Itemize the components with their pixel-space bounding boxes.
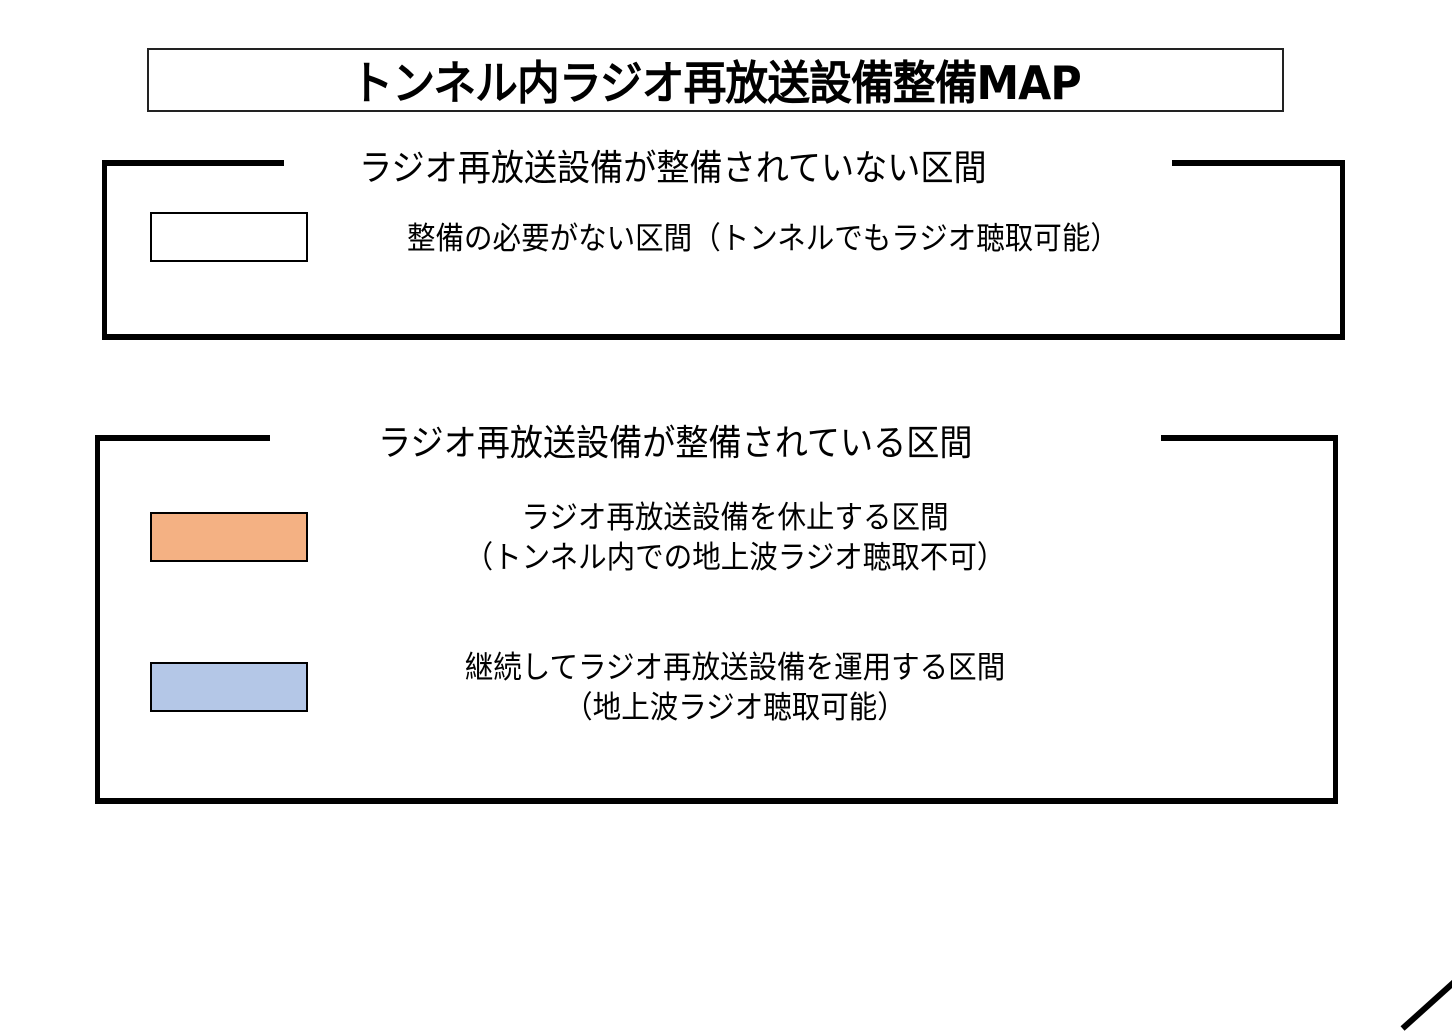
map-title: トンネル内ラジオ再放送設備整備MAP: [350, 56, 1081, 110]
group-border-top-left: [95, 435, 270, 441]
group-border-top-right: [1161, 435, 1338, 441]
legend-swatch-white: [150, 212, 308, 262]
legend-swatch-orange: [150, 512, 308, 562]
group-border-top-right: [1172, 160, 1345, 166]
legend-group-not-equipped: ラジオ再放送設備が整備されていない区間 整備の必要がない区間（トンネルでもラジオ…: [102, 148, 1345, 340]
legend-label-continue: 継続してラジオ再放送設備を運用する区間 （地上波ラジオ聴取可能）: [300, 648, 1170, 728]
map-title-box: トンネル内ラジオ再放送設備整備MAP: [147, 48, 1284, 112]
group-title: ラジオ再放送設備が整備されている区間: [378, 423, 973, 464]
legend-label-suspend-line2: （トンネル内での地上波ラジオ聴取不可）: [464, 540, 1006, 576]
legend-label-continue-line2: （地上波ラジオ聴取可能）: [564, 690, 906, 726]
group-border-top-left: [102, 160, 284, 166]
legend-group-equipped: ラジオ再放送設備が整備されている区間 ラジオ再放送設備を休止する区間 （トンネル…: [95, 423, 1338, 804]
legend-label-suspend: ラジオ再放送設備を休止する区間 （トンネル内での地上波ラジオ聴取不可）: [300, 498, 1170, 578]
legend-swatch-blue: [150, 662, 308, 712]
legend-label-continue-line1: 継続してラジオ再放送設備を運用する区間: [464, 650, 1006, 686]
group-title: ラジオ再放送設備が整備されていない区間: [359, 148, 987, 189]
legend-label-no-need: 整備の必要がない区間（トンネルでもラジオ聴取可能）: [407, 221, 1119, 257]
legend-label-suspend-line1: ラジオ再放送設備を休止する区間: [521, 500, 949, 536]
map-line-fragment: [1400, 972, 1452, 1031]
